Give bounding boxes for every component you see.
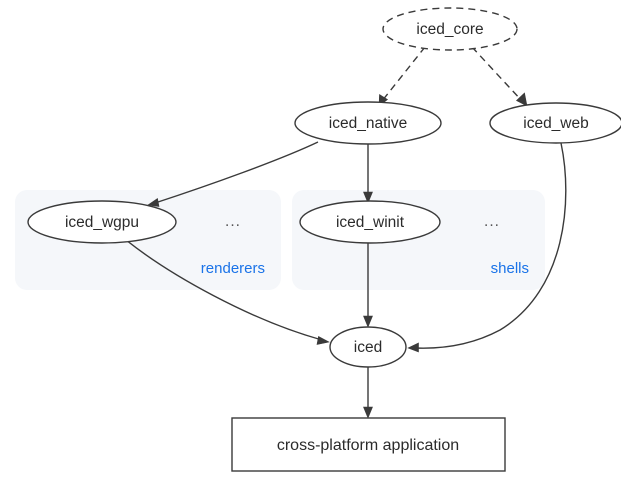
cluster-renderers-more-indicator: ... — [225, 213, 241, 230]
arrowhead-iced-winit-to-iced — [363, 315, 373, 328]
node-cross-platform-application[interactable]: cross-platform application — [231, 417, 506, 472]
edge-iced-wgpu-to-iced — [125, 239, 323, 341]
node-iced-web-shape — [489, 102, 621, 144]
arrowhead-iced-native-to-iced-winit — [363, 191, 373, 204]
cluster-shells-label: shells — [491, 260, 529, 277]
node-iced-core[interactable]: iced_core — [382, 7, 518, 51]
node-iced-wgpu-shape — [27, 200, 177, 244]
node-application-label: cross-platform application — [277, 437, 459, 454]
node-iced-core-shape — [382, 7, 518, 51]
node-iced-native-shape — [294, 101, 442, 145]
edge-iced-core-to-iced-native — [381, 46, 426, 102]
edge-iced-core-to-iced-web — [471, 46, 523, 102]
node-application-shape — [231, 417, 506, 472]
node-iced[interactable]: iced — [329, 326, 407, 368]
arrowhead-iced-core-to-iced-web — [515, 92, 528, 107]
node-iced-wgpu[interactable]: iced_wgpu — [27, 200, 177, 244]
arrowhead-iced-native-to-iced-wgpu — [147, 197, 160, 207]
node-iced-native[interactable]: iced_native — [294, 101, 442, 145]
edge-iced-web-to-iced — [414, 142, 567, 349]
arrowhead-iced-web-to-iced — [407, 342, 419, 353]
node-iced-label: iced — [354, 339, 382, 356]
node-iced-wgpu-label: iced_wgpu — [65, 214, 139, 231]
node-iced-shape — [329, 326, 407, 368]
cluster-shells-more-indicator: ... — [484, 213, 500, 230]
node-iced-winit[interactable]: iced_winit — [299, 200, 441, 244]
node-iced-winit-shape — [299, 200, 441, 244]
edge-iced-native-to-iced-wgpu — [154, 141, 319, 204]
cluster-renderers-label: renderers — [201, 260, 265, 277]
node-iced-web-label: iced_web — [523, 115, 589, 132]
node-iced-native-label: iced_native — [329, 115, 407, 132]
arrowhead-iced-to-application — [363, 406, 373, 419]
arrowhead-iced-wgpu-to-iced — [316, 336, 330, 345]
node-iced-web[interactable]: iced_web — [489, 102, 621, 144]
node-iced-core-label: iced_core — [416, 21, 483, 38]
node-iced-winit-label: iced_winit — [336, 214, 405, 231]
